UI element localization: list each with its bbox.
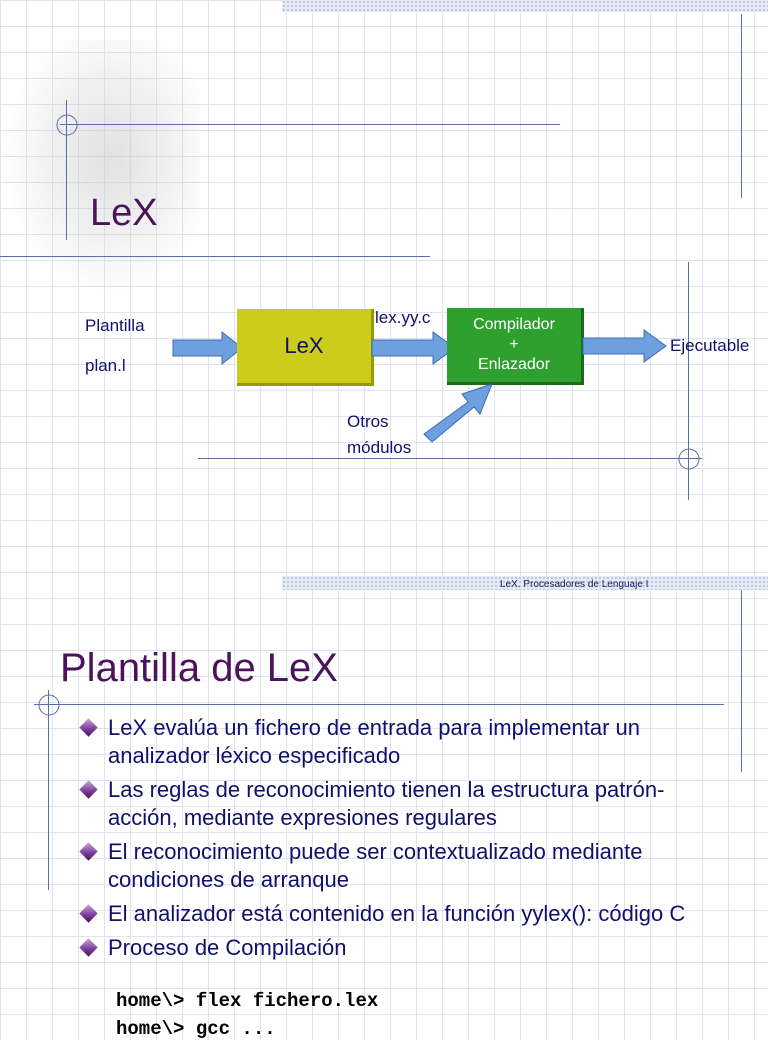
list-item: LeX evalúa un fichero de entrada para im… [78,714,718,770]
arrow-other-modules [423,383,493,443]
bullet-text: El analizador está contenido en la funci… [108,901,686,926]
linker-label: Enlazador [477,356,551,373]
plus-label: + [509,336,519,353]
diamond-bullet-icon [79,718,98,737]
diamond-bullet-icon [79,780,98,799]
divider-line [34,704,724,705]
list-item: El reconocimiento puede ser contextualiz… [78,838,718,894]
bullet-text: LeX evalúa un fichero de entrada para im… [108,715,641,768]
code-line: home\> flex fichero.lex [116,990,379,1012]
divider-line [688,262,689,500]
arrow-lex-to-compiler [371,331,456,365]
bullet-text: El reconocimiento puede ser contextualiz… [108,839,643,892]
crosshair-icon [678,448,700,470]
crosshair-icon [56,114,78,136]
divider-line [66,100,67,240]
compiler-linker-box: Compilador + Enlazador [447,308,584,385]
lex-box: LeX [237,309,374,386]
diamond-bullet-icon [79,938,98,957]
diamond-bullet-icon [79,904,98,923]
slide-title: LeX [90,192,158,234]
other-modules-label-2: módulos [347,438,412,457]
divider-line [198,458,702,459]
compiler-label: Compilador [473,316,555,333]
output-label: Ejecutable [670,336,750,355]
intermediate-file-label: lex.yy.c [375,308,431,327]
input-label-template: Plantilla [85,316,145,335]
decorative-band-top [282,0,768,12]
divider-line [48,690,49,890]
statue-watermark-image [0,40,200,300]
list-item: Las reglas de reconocimiento tienen la e… [78,776,718,832]
diamond-bullet-icon [79,842,98,861]
divider-line [741,14,742,198]
arrow-output [582,329,667,363]
list-item: El analizador está contenido en la funci… [78,900,718,928]
list-item: Proceso de Compilación [78,934,718,962]
bullet-list: LeX evalúa un fichero de entrada para im… [78,714,718,968]
bullet-text: Las reglas de reconocimiento tienen la e… [108,777,665,830]
code-line: home\> gcc ... [116,1018,276,1040]
arrow-input [172,330,243,366]
bullet-text: Proceso de Compilación [108,935,347,960]
decorative-band-middle [282,576,768,590]
lex-box-label: LeX [284,333,324,358]
divider-line [0,256,430,257]
divider-line [741,590,742,772]
input-label-file: plan.l [85,356,126,375]
divider-line [60,124,560,125]
slide-footer: LeX. Procesadores de Lenguaje I [500,579,649,590]
crosshair-icon [38,694,60,716]
other-modules-label-1: Otros [347,412,389,431]
slide-title: Plantilla de LeX [60,646,338,690]
